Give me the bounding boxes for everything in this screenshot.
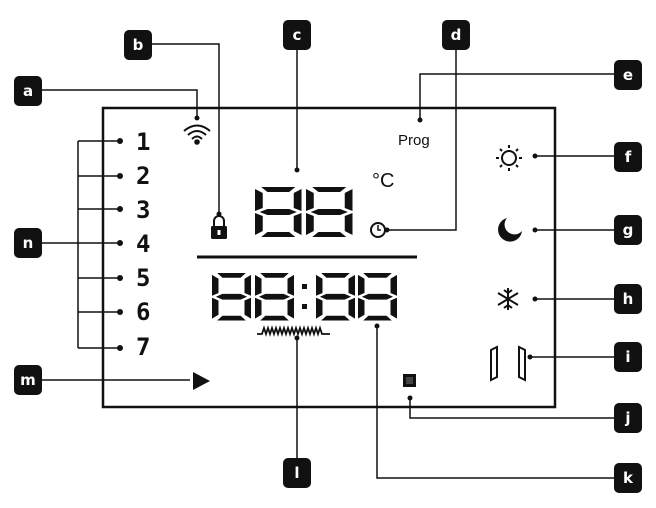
day-dots [117, 138, 123, 351]
callout-c: c [283, 20, 311, 50]
day-number-2: 2 [136, 162, 151, 190]
play-arrow-icon [193, 372, 210, 390]
leader-a [38, 89, 198, 116]
unit-label: °C [372, 170, 395, 192]
callout-k: k [614, 463, 642, 493]
callout-f: f [614, 142, 642, 172]
callout-g: g [614, 215, 642, 245]
day-number-5: 5 [136, 264, 151, 292]
leader-k [376, 326, 614, 479]
callout-h: h [614, 284, 642, 314]
day-number-6: 6 [136, 298, 151, 326]
day-number-7: 7 [136, 333, 151, 361]
temperature-digits [255, 187, 353, 237]
day-bracket [77, 140, 118, 349]
lcd-frame [101, 106, 557, 409]
callout-m: m [14, 365, 42, 395]
callout-a: a [14, 76, 42, 106]
day-number-1: 1 [136, 128, 151, 156]
wifi-icon [183, 124, 211, 145]
heating-element-icon [257, 325, 330, 337]
window-icon [490, 345, 526, 382]
leader-j [409, 398, 614, 419]
callout-b: b [124, 30, 152, 60]
prog-label: Prog [398, 132, 430, 149]
lock-icon [211, 215, 227, 239]
time-digits [212, 273, 397, 321]
callout-j: j [614, 403, 642, 433]
leader-d [388, 50, 457, 231]
leader-e [419, 73, 614, 118]
day-number-4: 4 [136, 230, 151, 258]
snowflake-icon [497, 288, 519, 310]
clock-icon [370, 222, 386, 238]
callout-i: i [614, 342, 642, 372]
callout-e: e [614, 60, 642, 90]
callout-l: l [283, 458, 311, 488]
leader-b [152, 43, 220, 212]
callout-n: n [14, 228, 42, 258]
sun-icon [496, 145, 522, 171]
moon-icon [498, 218, 522, 242]
callout-d: d [442, 20, 470, 50]
day-number-3: 3 [136, 196, 151, 224]
